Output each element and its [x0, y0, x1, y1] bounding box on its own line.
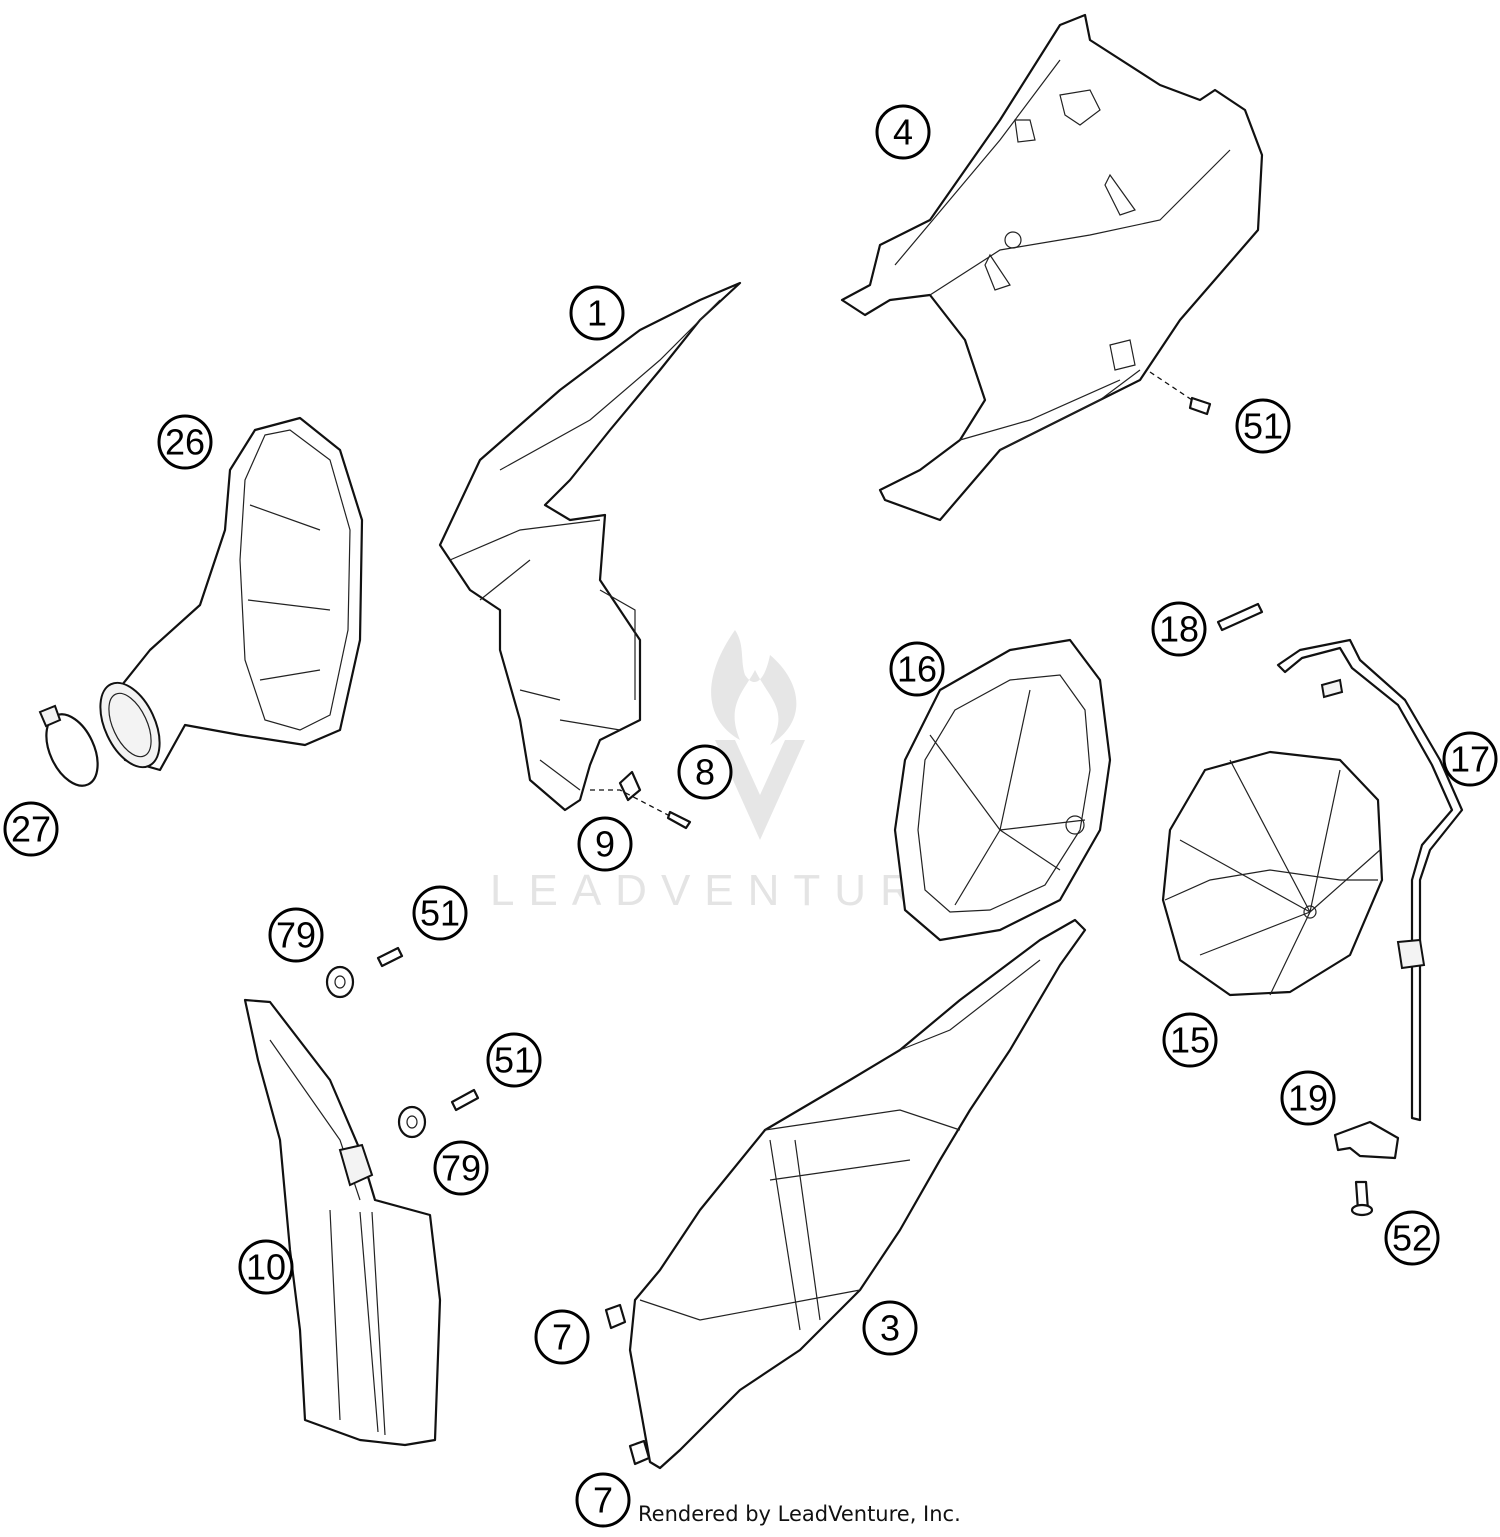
svg-text:1: 1	[587, 293, 607, 334]
callout-15: 15	[1162, 1012, 1218, 1068]
callout-17: 17	[1442, 731, 1498, 787]
callout-51-rear: 51	[1235, 398, 1291, 454]
callout-26: 26	[157, 414, 213, 470]
callout-51-lower: 51	[486, 1032, 542, 1088]
part-51-screw-upper	[376, 946, 404, 968]
callout-16: 16	[889, 641, 945, 697]
callout-79-upper: 79	[268, 907, 324, 963]
part-9-clip	[618, 770, 642, 802]
callout-8: 8	[677, 744, 733, 800]
part-51-screw-lower	[450, 1088, 480, 1112]
part-8-screw	[666, 810, 692, 830]
watermark: LEADVENTURE	[490, 630, 969, 915]
part-79-washer-lower	[397, 1105, 427, 1139]
svg-text:9: 9	[595, 824, 615, 865]
svg-text:51: 51	[420, 893, 460, 934]
svg-text:79: 79	[276, 915, 316, 956]
svg-text:15: 15	[1170, 1020, 1210, 1061]
svg-text:8: 8	[695, 752, 715, 793]
callout-1: 1	[569, 285, 625, 341]
part-1-number-plate	[438, 281, 742, 812]
svg-text:7: 7	[552, 1317, 572, 1358]
watermark-flame-logo	[711, 630, 805, 840]
part-51-screw-rear	[1188, 396, 1212, 416]
callout-3: 3	[862, 1300, 918, 1356]
part-19-bracket	[1333, 1120, 1400, 1160]
svg-text:79: 79	[441, 1148, 481, 1189]
svg-text:7: 7	[593, 1480, 613, 1521]
part-79-washer-upper	[325, 965, 355, 999]
svg-text:26: 26	[165, 422, 205, 463]
svg-text:27: 27	[11, 809, 51, 850]
svg-text:19: 19	[1288, 1078, 1328, 1119]
svg-text:4: 4	[893, 112, 913, 153]
watermark-text: LEADVENTURE	[490, 866, 969, 915]
part-16-filter-cage	[893, 638, 1112, 942]
leader-8-9	[590, 789, 669, 816]
svg-text:51: 51	[1243, 406, 1283, 447]
svg-text:51: 51	[494, 1040, 534, 1081]
svg-text:18: 18	[1159, 609, 1199, 650]
render-credit: Rendered by LeadVenture, Inc.	[638, 1502, 961, 1526]
svg-text:3: 3	[880, 1308, 900, 1349]
svg-text:52: 52	[1392, 1218, 1432, 1259]
callout-10: 10	[238, 1239, 294, 1295]
svg-text:10: 10	[246, 1247, 286, 1288]
callout-19: 19	[1280, 1070, 1336, 1126]
callout-7-upper: 7	[534, 1309, 590, 1365]
callout-18: 18	[1151, 601, 1207, 657]
part-18-pin	[1216, 602, 1264, 632]
callout-4: 4	[875, 104, 931, 160]
part-27-hose-clamp	[38, 704, 99, 787]
svg-text:16: 16	[897, 649, 937, 690]
callout-51-upper: 51	[412, 885, 468, 941]
part-7-bolt-upper	[604, 1303, 627, 1330]
part-17-retaining-rod	[1276, 638, 1464, 1122]
part-7-bolt-lower	[628, 1439, 651, 1466]
callout-9: 9	[577, 816, 633, 872]
callout-27: 27	[3, 801, 59, 857]
callout-7-lower: 7	[575, 1472, 631, 1528]
part-10-snorkel	[243, 998, 442, 1447]
leader-51-rear	[1149, 371, 1193, 401]
part-26-intake-boot	[99, 416, 364, 772]
svg-text:17: 17	[1450, 739, 1490, 780]
callout-79-lower: 79	[433, 1140, 489, 1196]
callout-52: 52	[1384, 1210, 1440, 1266]
part-15-air-filter	[1161, 750, 1384, 997]
part-3-side-panel	[628, 918, 1087, 1470]
part-52-screw	[1350, 1180, 1374, 1217]
part-4-airbox-cover	[840, 13, 1264, 522]
